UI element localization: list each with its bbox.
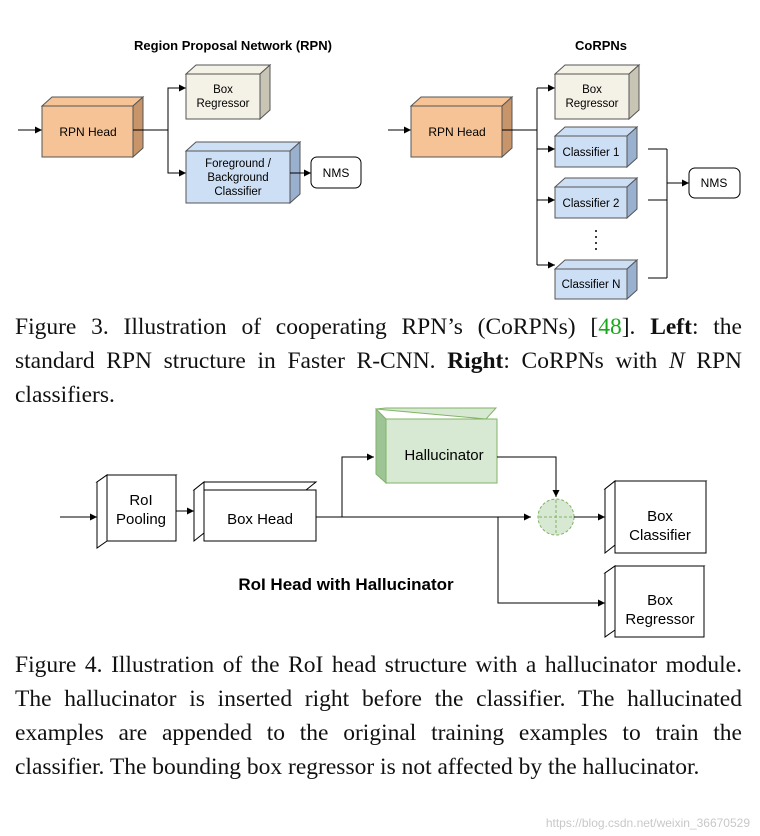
fig4-box-regressor-label-1: Box (647, 592, 673, 609)
fig3-left-title: Region Proposal Network (RPN) (134, 38, 332, 53)
fig4-box-regressor-label-2: Regressor (625, 611, 694, 628)
box-head-block: Box Head (192, 480, 318, 543)
caption3-right-bold: Right (447, 348, 504, 374)
fig4-subtitle: RoI Head with Hallucinator (238, 575, 454, 594)
box-regressor-block-fig4: Box Regressor (603, 565, 706, 638)
watermark: https://blog.csdn.net/weixin_36670529 (545, 816, 750, 830)
classifier-n-block: Classifier N (553, 258, 639, 301)
fig3-right-title: CoRPNs (575, 38, 627, 53)
box-regressor-label-2: Regressor (196, 98, 249, 110)
classifier-1-label: Classifier 1 (563, 147, 620, 159)
vertical-ellipsis (595, 230, 597, 250)
hallucinator-label: Hallucinator (404, 447, 483, 464)
classifier-2-label: Classifier 2 (563, 198, 620, 210)
merge-node (537, 498, 575, 536)
nms-block-left: NMS (310, 156, 362, 189)
classifier-2-block: Classifier 2 (553, 176, 639, 220)
corpn-box-regressor-label-2: Regressor (565, 98, 618, 110)
fg-bg-label-3: Classifier (214, 186, 261, 198)
rpn-head-label: RPN Head (59, 125, 116, 139)
figure-3: Region Proposal Network (RPN) CoRPNs RPN… (18, 38, 741, 301)
roi-pooling-block: RoI Pooling (95, 474, 178, 549)
corpn-rpn-head-block: RPN Head (409, 95, 514, 159)
box-regressor-label-1: Box (213, 84, 233, 96)
box-classifier-block: Box Classifier (603, 479, 708, 555)
rpn-left-diagram: RPN Head Box Regressor Foreground / Back… (18, 63, 362, 205)
rpn-head-block: RPN Head (40, 95, 145, 159)
caption3-text-4: : CoRPNs with (503, 348, 669, 374)
hallucinator-block: Hallucinator (375, 407, 498, 485)
nms-label-right: NMS (701, 176, 728, 190)
figure-3-caption: Figure 3. Illustration of cooperating RP… (15, 310, 742, 412)
roi-pooling-label-1: RoI (129, 492, 152, 509)
corpn-box-regressor-label-1: Box (582, 84, 602, 96)
box-head-label: Box Head (227, 511, 293, 528)
box-classifier-label-2: Classifier (629, 527, 691, 544)
caption3-text-5: RPN classifiers. (15, 348, 742, 408)
caption3-text-1: Figure 3. Illustration of cooperating RP… (15, 314, 599, 340)
corpn-box-regressor-block: Box Regressor (553, 63, 641, 121)
box-classifier-label-1: Box (647, 508, 673, 525)
caption3-text-2: ]. (621, 314, 651, 340)
caption3-left-bold: Left (650, 314, 692, 340)
box-regressor-block: Box Regressor (184, 63, 272, 121)
fg-bg-label-1: Foreground / (205, 158, 272, 170)
fg-bg-label-2: Background (207, 172, 268, 184)
corpn-rpn-head-label: RPN Head (428, 125, 485, 139)
caption3-text-3: : the standard RPN structure in Faster R… (15, 314, 742, 374)
nms-label-left: NMS (323, 166, 350, 180)
caption3-n-variable: N (668, 348, 685, 374)
corpns-right-diagram: RPN Head Box Regressor Classifier 1 (388, 63, 741, 301)
classifier-n-label: Classifier N (562, 279, 621, 291)
figure-4: RoI Pooling Box Head Hallucinator (60, 407, 708, 638)
fg-bg-classifier-block: Foreground / Background Classifier (184, 140, 302, 205)
figure-4-caption: Figure 4. Illustration of the RoI head s… (15, 652, 742, 780)
roi-pooling-label-2: Pooling (116, 511, 166, 528)
classifier-1-block: Classifier 1 (553, 125, 639, 169)
nms-block-right: NMS (688, 167, 741, 199)
citation-link-48[interactable]: 48 (598, 314, 622, 340)
